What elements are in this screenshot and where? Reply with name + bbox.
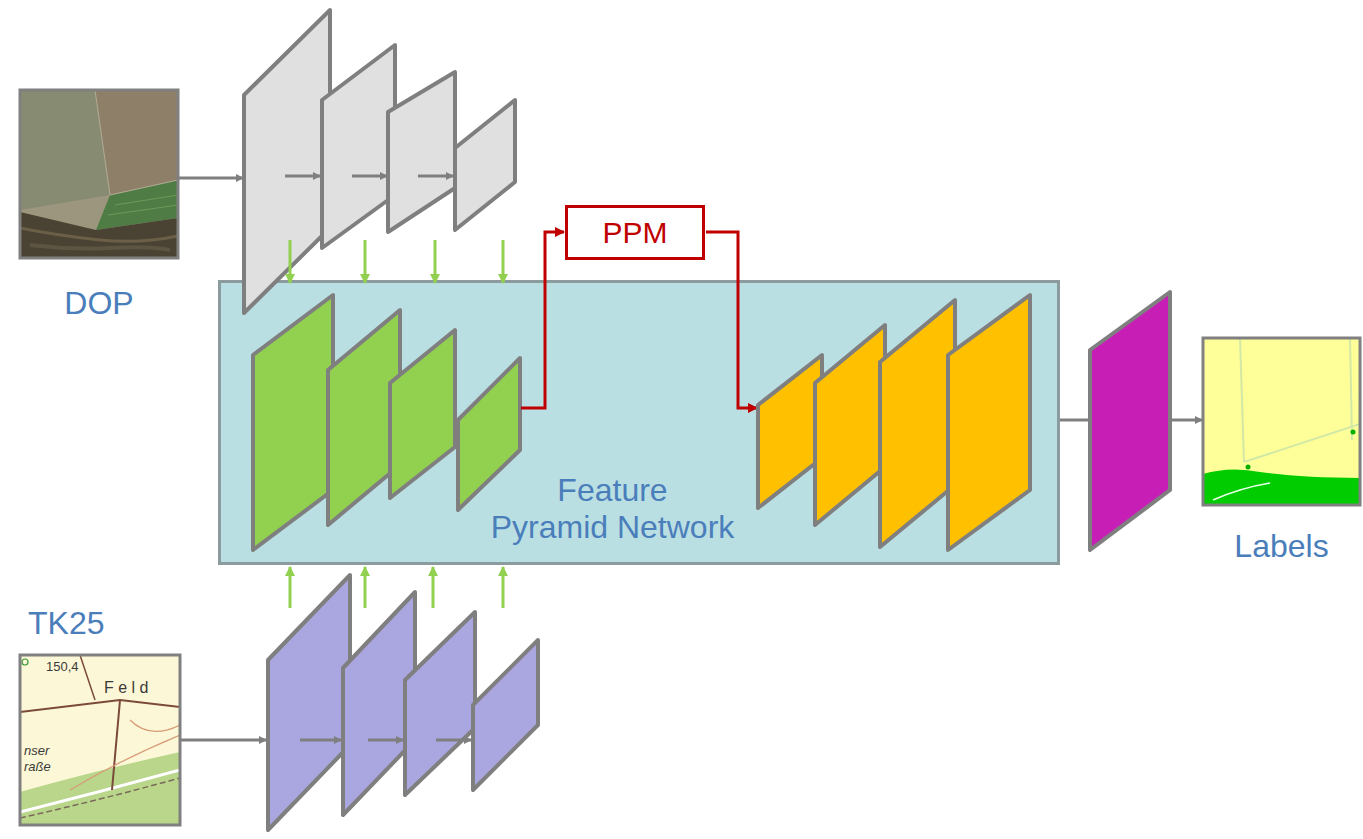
layer-arrow xyxy=(418,175,453,178)
label-dot xyxy=(1351,430,1356,435)
image-caption: DOP xyxy=(64,284,133,322)
contour-line xyxy=(130,720,180,731)
image-caption: TK25 xyxy=(28,604,104,642)
decoder-layer xyxy=(758,355,822,508)
map-forest xyxy=(20,752,180,825)
field-stripe xyxy=(108,205,178,215)
output-arrow xyxy=(1170,419,1202,422)
encoder-layer xyxy=(405,612,475,795)
topographic-map xyxy=(20,655,180,825)
image-caption: Labels xyxy=(1234,527,1328,565)
fused-layer xyxy=(253,295,333,550)
map-road xyxy=(20,770,180,812)
forest xyxy=(20,212,178,258)
encoder-layer xyxy=(268,575,350,830)
output-line xyxy=(1060,419,1090,422)
spot-height: 150,4 xyxy=(46,660,79,673)
ppm-arrow xyxy=(706,232,757,408)
fusion-arrow xyxy=(289,240,292,283)
forest-edge xyxy=(20,228,178,241)
map-symbol xyxy=(22,659,28,665)
fusion-arrow xyxy=(502,567,505,608)
label-path xyxy=(1244,424,1360,462)
layer-arrow xyxy=(285,175,320,178)
aerial-photo xyxy=(20,90,178,258)
ppm-arrow xyxy=(521,232,564,408)
layer-arrow xyxy=(352,175,387,178)
map-rail xyxy=(20,778,180,818)
network-label: Feature Pyramid Network xyxy=(471,472,754,546)
encoder-layer xyxy=(455,100,515,230)
fusion-arrow xyxy=(364,240,367,283)
forest-texture xyxy=(30,245,170,250)
input-arrow xyxy=(178,177,243,180)
image-frame xyxy=(20,655,180,825)
layer-arrow xyxy=(368,739,403,742)
map-path xyxy=(112,700,120,790)
label-map xyxy=(1203,338,1360,505)
encoder-layer xyxy=(322,45,395,248)
image-frame xyxy=(20,90,178,258)
decoder-layer xyxy=(880,300,955,547)
map-path xyxy=(20,700,180,712)
encoder-layer xyxy=(244,10,330,313)
module-box: PPM xyxy=(565,205,705,260)
fusion-arrow xyxy=(502,240,505,283)
fusion-arrow xyxy=(289,567,292,608)
field-border xyxy=(110,180,178,195)
layer-arrow xyxy=(436,739,471,742)
label-path xyxy=(1350,338,1352,440)
layer-arrow xyxy=(300,739,341,742)
label-path xyxy=(1240,338,1244,462)
field-border xyxy=(95,90,110,195)
fusion-arrow xyxy=(364,567,367,608)
module-label: PPM xyxy=(602,214,667,252)
street-name: raße xyxy=(24,760,51,773)
field xyxy=(95,90,178,195)
fused-layer xyxy=(458,358,520,510)
label-ground xyxy=(1203,338,1360,505)
fusion-arrow xyxy=(432,567,435,608)
classifier-layer xyxy=(1090,292,1170,550)
decoder-layer xyxy=(948,295,1030,550)
fusion-arrow xyxy=(434,240,437,283)
label-forest xyxy=(1203,469,1360,505)
label-dot xyxy=(1246,465,1251,470)
field-stripe xyxy=(115,195,178,205)
street-name: nser xyxy=(24,744,49,757)
encoder-layer xyxy=(388,72,455,232)
place-name: F e l d xyxy=(104,680,148,696)
input-arrow xyxy=(180,739,266,742)
image-frame xyxy=(1203,338,1360,505)
fused-layer xyxy=(390,330,455,498)
contour-line xyxy=(70,735,180,790)
map-ground xyxy=(20,655,180,825)
label-road xyxy=(1213,483,1270,500)
encoder-layer xyxy=(473,640,538,790)
map-path xyxy=(80,655,95,700)
photo-ground xyxy=(20,90,178,258)
decoder-layer xyxy=(815,325,885,525)
field xyxy=(20,90,110,210)
